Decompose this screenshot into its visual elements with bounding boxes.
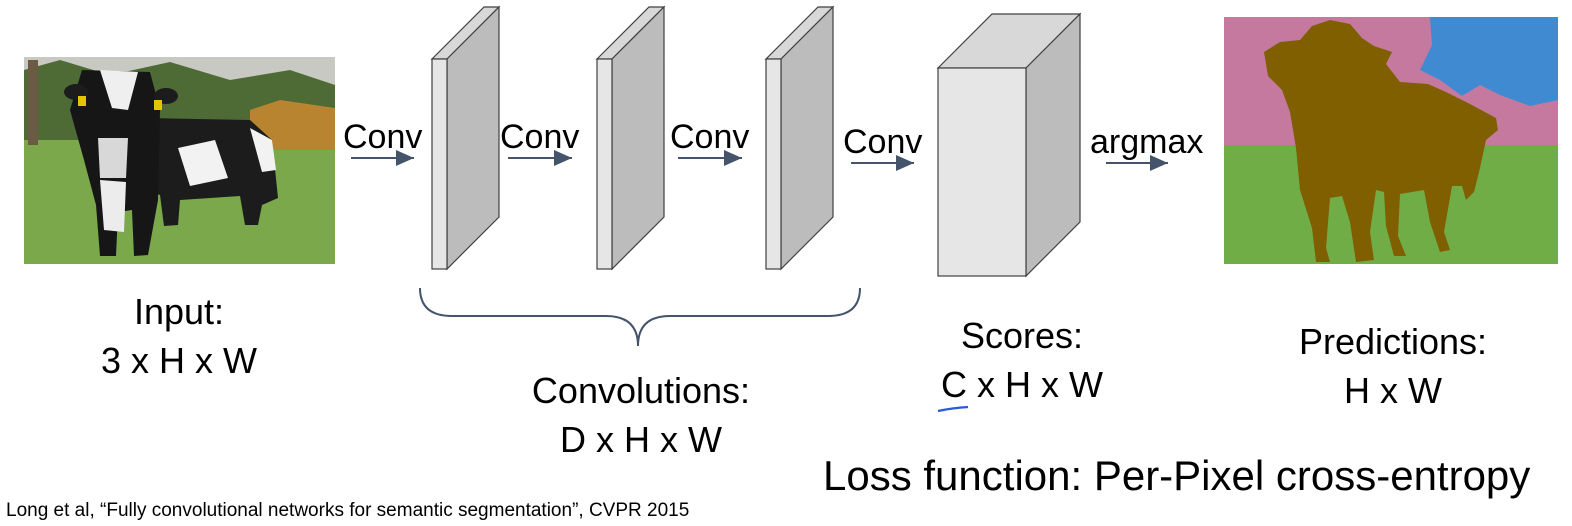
input-shape: 3 x H x W <box>100 339 257 381</box>
conv-layer-2 <box>595 5 666 271</box>
convolutions-brace <box>419 287 861 347</box>
conv-label-1: Conv <box>343 118 423 156</box>
scores-shape: C x H x W <box>941 363 1103 405</box>
scores-volume <box>936 12 1082 278</box>
input-title: Input: <box>133 291 225 332</box>
conv-layer-1 <box>430 5 501 271</box>
scores-caption: Scores: C x H x W <box>912 312 1132 409</box>
convolutions-caption: Convolutions: D x H x W <box>510 367 772 464</box>
input-caption: Input: 3 x H x W <box>79 288 279 385</box>
input-cow-photo <box>24 57 335 264</box>
citation: Long et al, “Fully convolutional network… <box>6 500 690 521</box>
conv-label-2: Conv <box>500 118 580 156</box>
convolutions-shape: D x H x W <box>560 418 722 460</box>
argmax-label: argmax <box>1090 123 1204 161</box>
conv-layer-3 <box>764 5 835 271</box>
handwritten-underline <box>937 405 969 413</box>
predictions-caption: Predictions: H x W <box>1282 318 1504 415</box>
convolutions-title: Convolutions: <box>531 370 751 411</box>
conv-label-4: Conv <box>843 123 923 161</box>
predictions-shape: H x W <box>1344 369 1442 411</box>
loss-function-text: Loss function: Per-Pixel cross-entropy <box>823 452 1531 499</box>
scores-title: Scores: <box>960 315 1084 356</box>
conv-label-3: Conv <box>670 118 750 156</box>
predictions-title: Predictions: <box>1298 321 1488 362</box>
prediction-segmentation-map <box>1224 17 1558 264</box>
